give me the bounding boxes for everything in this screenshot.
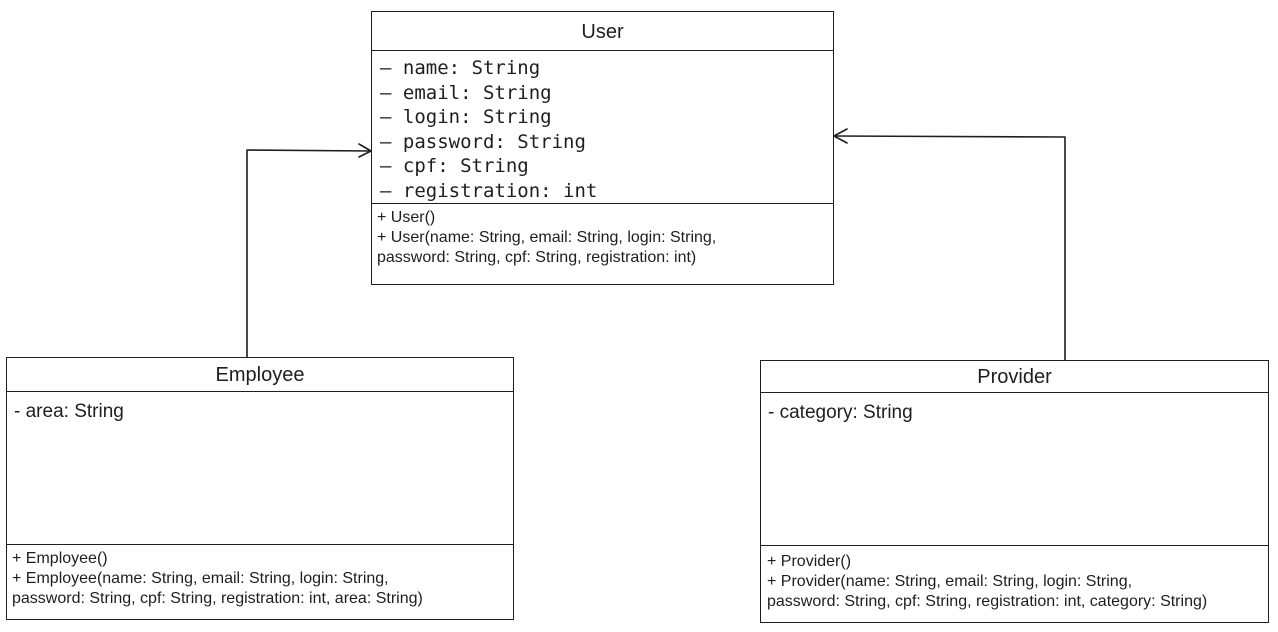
- method-default-constructor: + User(): [377, 209, 436, 226]
- method-full-constructor: + User(name: String, email: String, logi…: [377, 229, 717, 246]
- attribute-email: – email: String: [380, 81, 552, 104]
- attribute-cpf: – cpf: String: [380, 155, 529, 178]
- class-title: Provider: [761, 361, 1268, 393]
- method-full-constructor-continued: password: String, cpf: String, registrat…: [767, 593, 1208, 610]
- methods-compartment: + Employee() + Employee(name: String, em…: [7, 544, 513, 618]
- method-full-constructor: + Employee(name: String, email: String, …: [12, 570, 389, 587]
- inheritance-connector-employee-user: [246, 143, 372, 358]
- method-full-constructor-continued: password: String, cpf: String, registrat…: [12, 590, 423, 607]
- attributes-compartment: – name: String – email: String – login: …: [372, 51, 833, 203]
- method-full-constructor: + Provider(name: String, email: String, …: [767, 573, 1133, 590]
- attributes-compartment: - area: String: [7, 392, 513, 544]
- method-default-constructor: + Employee(): [12, 550, 108, 567]
- attribute-login: – login: String: [380, 106, 552, 129]
- methods-compartment: + Provider() + Provider(name: String, em…: [761, 545, 1268, 621]
- method-default-constructor: + Provider(): [767, 553, 852, 570]
- open-arrowhead-icon: [833, 128, 848, 144]
- open-arrowhead-icon: [358, 143, 372, 158]
- attribute-category: - category: String: [768, 402, 913, 423]
- attribute-password: – password: String: [380, 130, 586, 153]
- class-employee[interactable]: Employee - area: String + Employee() + E…: [6, 357, 514, 620]
- method-full-constructor-continued: password: String, cpf: String, registrat…: [377, 249, 697, 266]
- attribute-name: – name: String: [380, 57, 541, 79]
- class-user[interactable]: User – name: String – email: String – lo…: [371, 11, 834, 285]
- methods-compartment: + User() + User(name: String, email: Str…: [372, 203, 833, 284]
- attribute-registration: – registration: int: [380, 179, 598, 202]
- class-provider[interactable]: Provider - category: String + Provider()…: [760, 360, 1269, 623]
- inheritance-connector-provider-user: [833, 128, 1066, 361]
- attributes-compartment: - category: String: [761, 393, 1268, 545]
- class-title: Employee: [7, 358, 513, 392]
- class-title: User: [372, 12, 833, 51]
- attribute-area: - area: String: [14, 401, 124, 422]
